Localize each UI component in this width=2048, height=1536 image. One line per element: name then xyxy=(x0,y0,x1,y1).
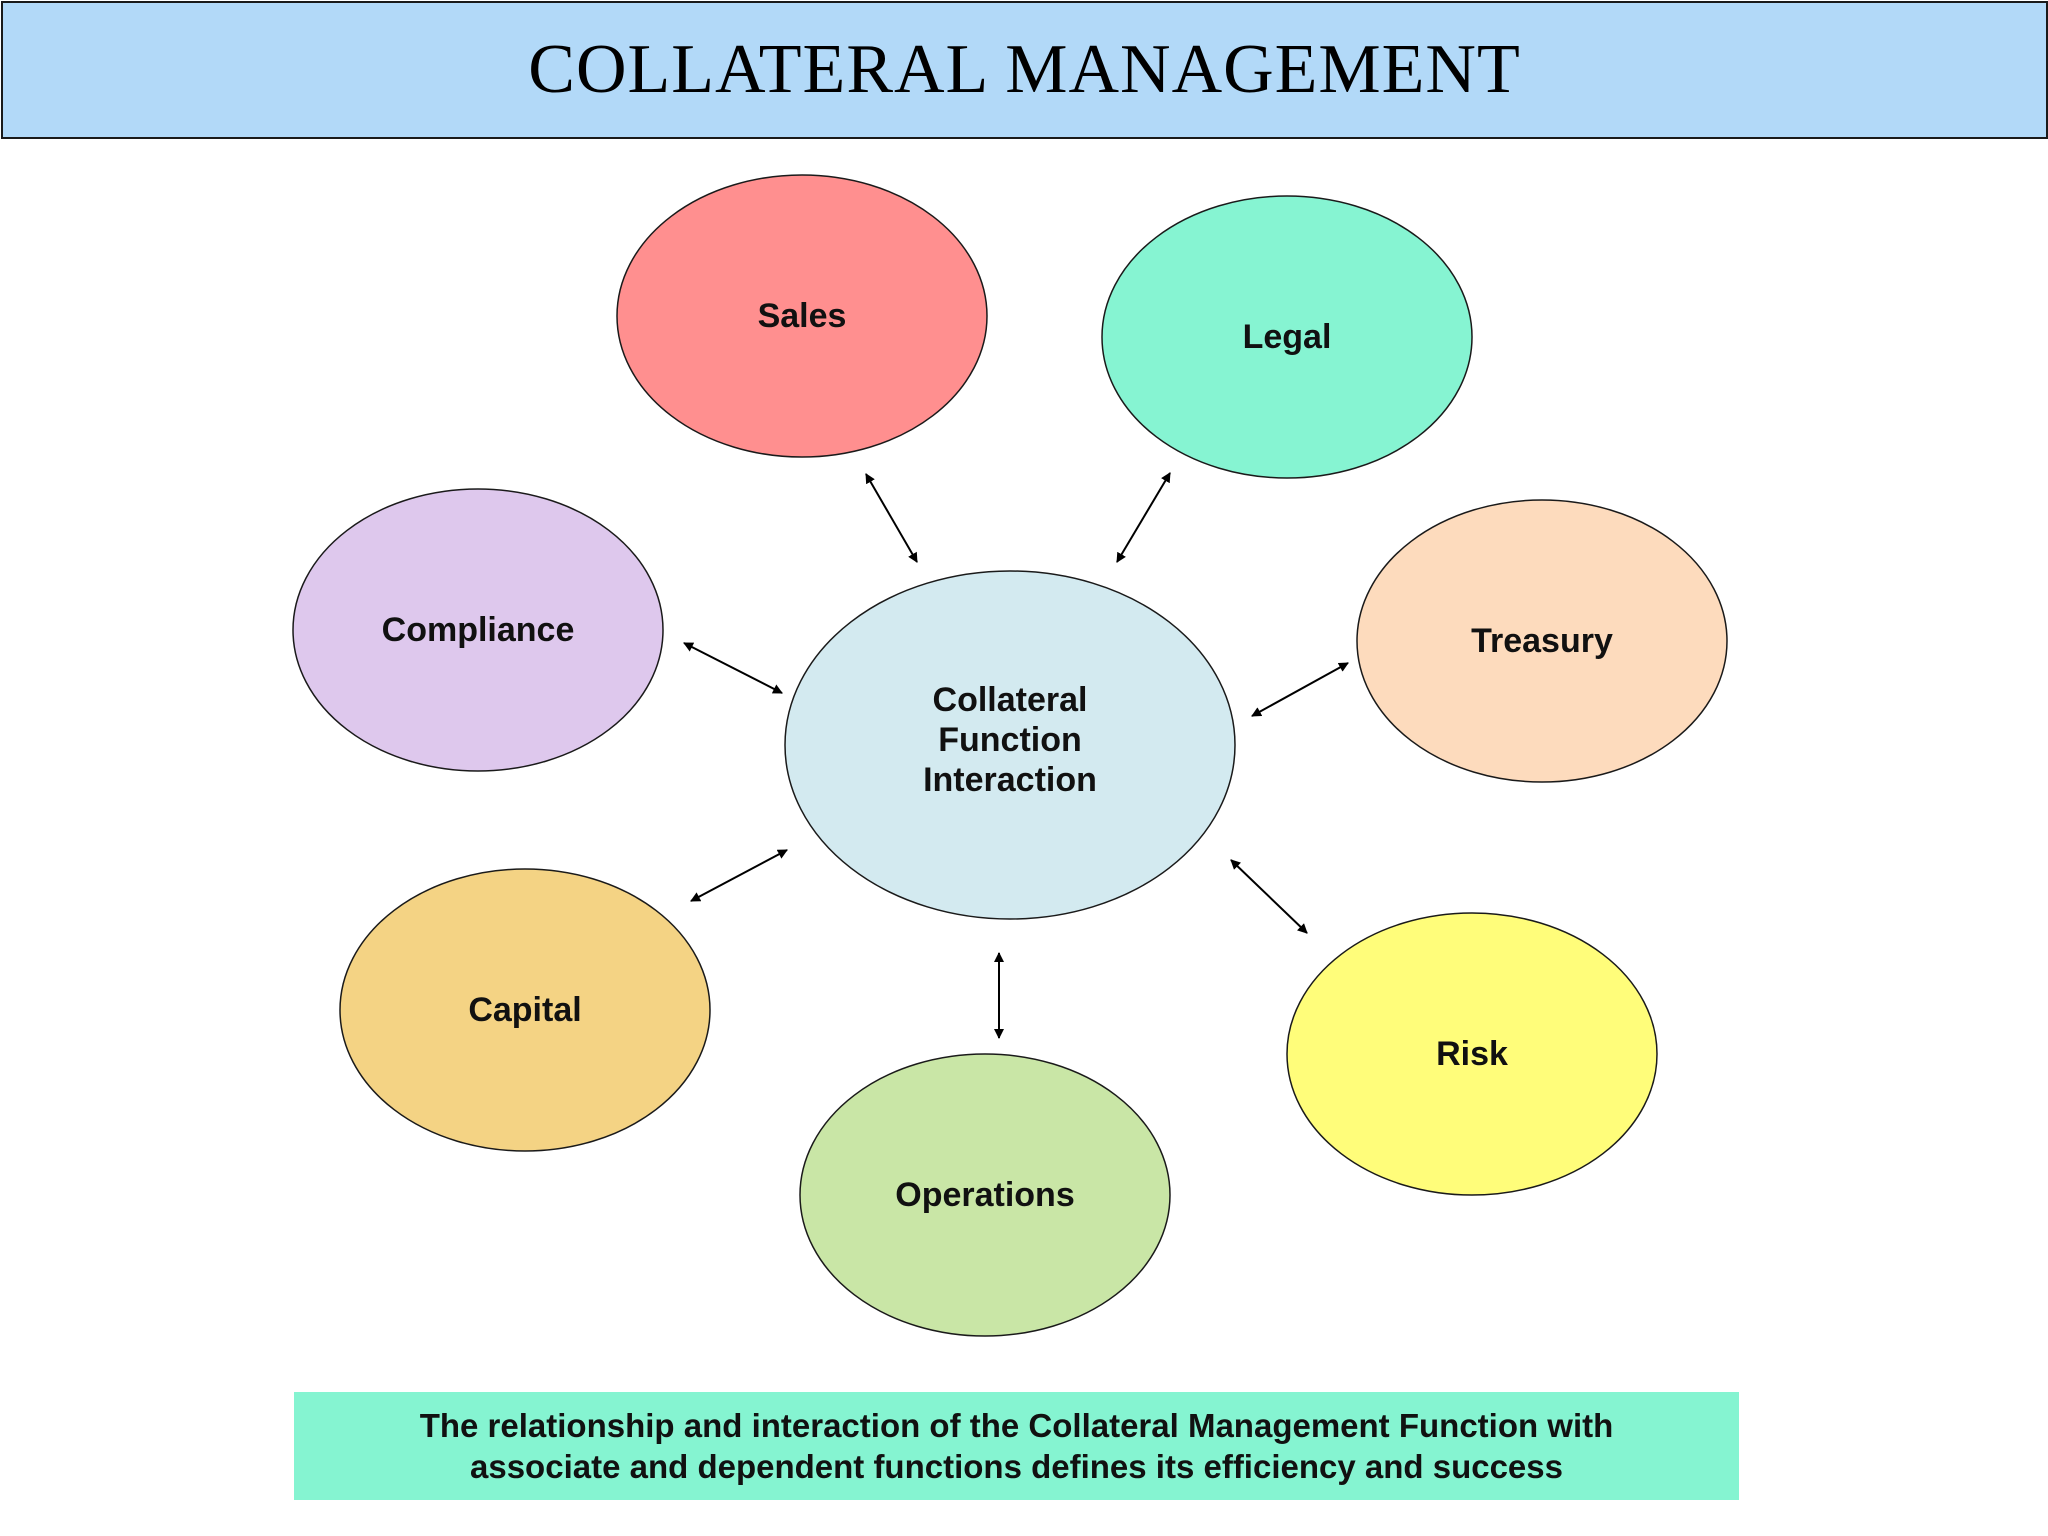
arrow-risk xyxy=(1230,859,1308,934)
compliance-label: Compliance xyxy=(382,611,575,649)
risk-label: Risk xyxy=(1436,1035,1508,1073)
caption-line-1: The relationship and interaction of the … xyxy=(419,1407,1614,1444)
center-ellipse xyxy=(784,570,1236,920)
slide-title: COLLATERAL MANAGEMENT xyxy=(528,31,1521,108)
operations-label: Operations xyxy=(895,1176,1074,1214)
compliance-ellipse xyxy=(292,488,664,772)
center-label-line-3: Interaction xyxy=(923,761,1097,799)
caption-box: The relationship and interaction of the … xyxy=(294,1392,1739,1500)
node-capital: Capital xyxy=(339,868,711,1152)
legal-label: Legal xyxy=(1243,318,1332,356)
caption-line-2: associate and dependent functions define… xyxy=(470,1448,1563,1485)
connector-arrows xyxy=(683,472,1349,1039)
arrow-capital xyxy=(690,849,788,902)
center-label-line-1: Collateral xyxy=(933,681,1088,719)
title-banner: COLLATERAL MANAGEMENT xyxy=(1,1,2048,139)
arrow-compliance xyxy=(683,642,783,694)
capital-label: Capital xyxy=(468,991,581,1029)
operations-ellipse xyxy=(799,1053,1171,1337)
node-sales: Sales xyxy=(616,174,988,458)
treasury-label: Treasury xyxy=(1471,622,1613,660)
risk-ellipse xyxy=(1286,912,1658,1196)
node-legal: Legal xyxy=(1101,195,1473,479)
arrow-treasury xyxy=(1251,662,1349,717)
node-operations: Operations xyxy=(799,1053,1171,1337)
arrow-sales xyxy=(865,473,918,563)
center-label-line-2: Function xyxy=(938,721,1082,759)
node-compliance: Compliance xyxy=(292,488,664,772)
capital-ellipse xyxy=(339,868,711,1152)
legal-ellipse xyxy=(1101,195,1473,479)
sales-label: Sales xyxy=(758,297,847,335)
sales-ellipse xyxy=(616,174,988,458)
node-treasury: Treasury xyxy=(1356,499,1728,783)
treasury-ellipse xyxy=(1356,499,1728,783)
node-risk: Risk xyxy=(1286,912,1658,1196)
arrow-legal xyxy=(1116,472,1171,563)
